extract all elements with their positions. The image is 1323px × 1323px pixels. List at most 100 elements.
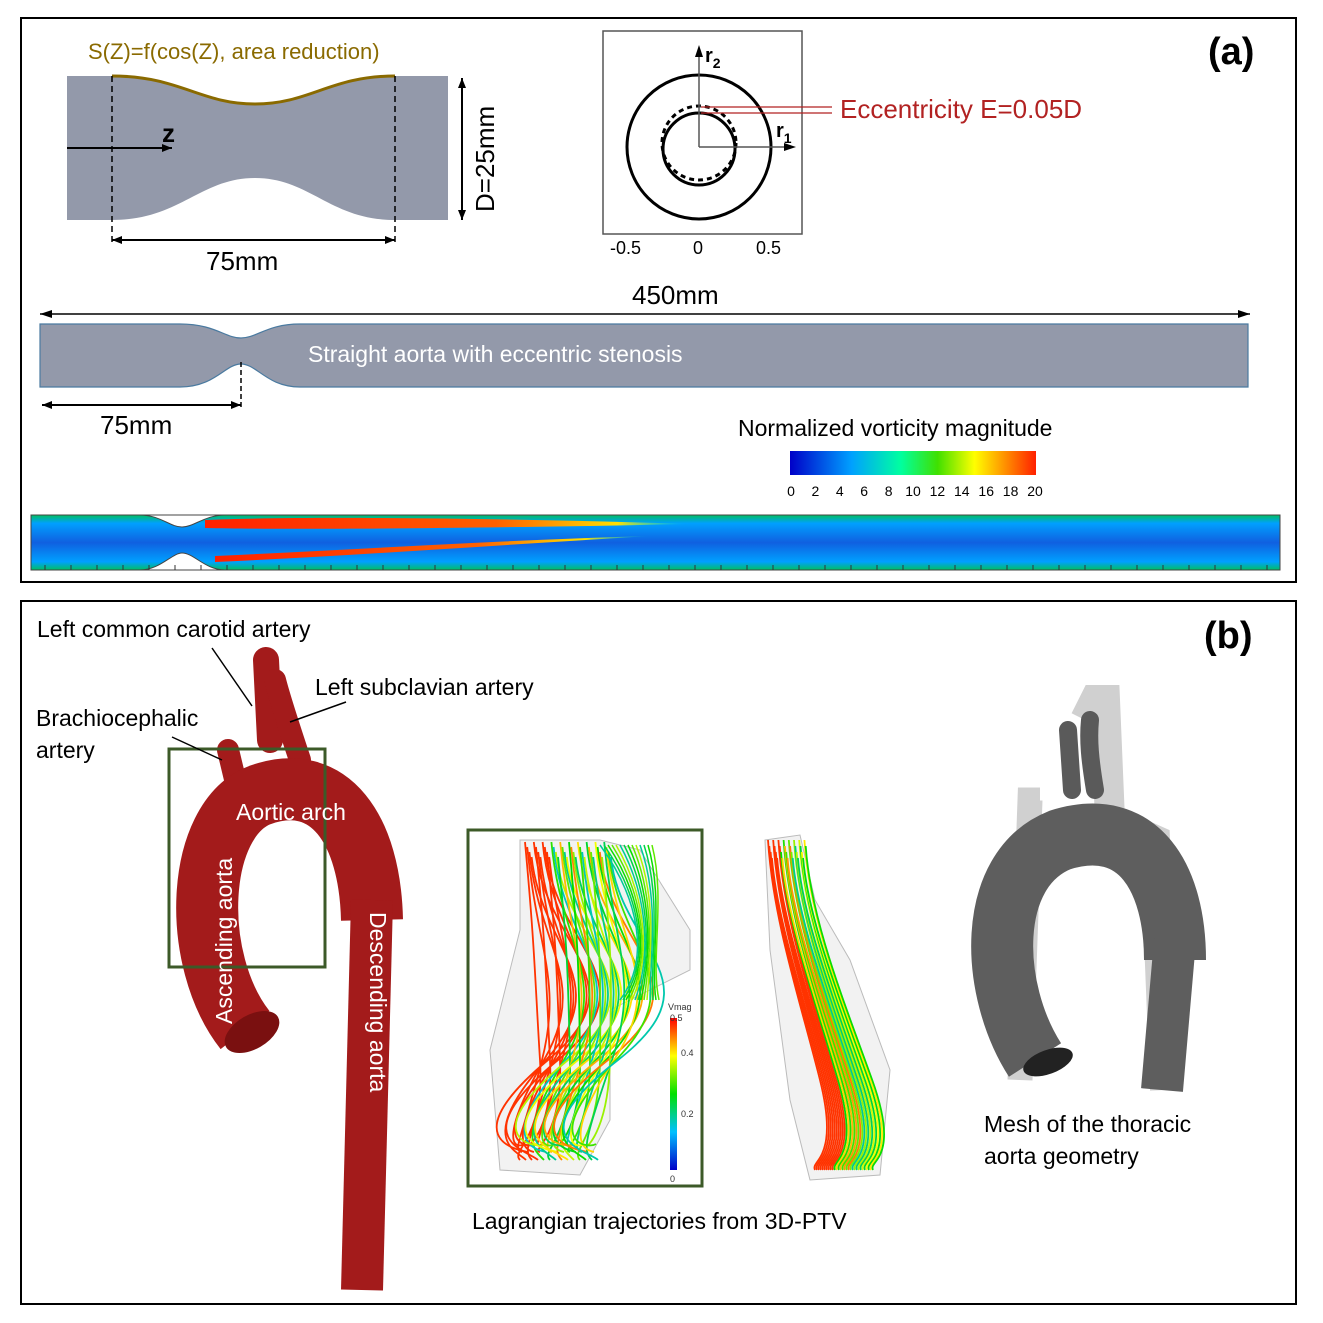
trajectory: [771, 857, 834, 1171]
label-ascending: Ascending aorta: [211, 858, 237, 1024]
colorbar-tick-label: 18: [1003, 483, 1019, 499]
trajectory: [615, 844, 645, 1001]
trajectory: [627, 844, 649, 1001]
trajectory: [586, 856, 612, 1147]
aortic-root: [224, 1010, 280, 1054]
arrowhead: [42, 401, 52, 409]
trajectory: [781, 857, 850, 1171]
colorbar-tick-label: 16: [978, 483, 994, 499]
arch-highlight-box: [167, 747, 327, 969]
mesh-branch: [1059, 721, 1081, 799]
arrowhead: [40, 310, 52, 318]
aorta-mesh: [971, 685, 1206, 1092]
label-lsa: Left subclavian artery: [315, 674, 534, 700]
mesh-descending: [1141, 938, 1196, 1092]
trajectory: [566, 851, 604, 1147]
trajectory: [571, 851, 652, 1147]
panel-a-label: (a): [1208, 31, 1254, 73]
trajectory: [631, 844, 651, 1001]
leader-line: [211, 647, 253, 707]
trajectory: [579, 846, 639, 1153]
shape-curve: [111, 74, 396, 106]
arrowhead: [112, 236, 122, 244]
ptv-caption: Lagrangian trajectories from 3D-PTV: [472, 1208, 847, 1234]
vmag-title: Vmag: [668, 1002, 692, 1012]
arrowhead: [385, 236, 395, 244]
r1-arrowhead: [784, 143, 796, 151]
trajectory: [635, 844, 652, 1001]
model-label: Straight aorta with eccentric stenosis: [308, 341, 683, 367]
ptv-trajectories-2: [767, 839, 885, 1171]
vorticity-band-upper: [205, 517, 690, 529]
straight-aorta-model: [39, 323, 1249, 388]
trajectory: [643, 844, 655, 1001]
total-length-label: 450mm: [632, 280, 719, 310]
trajectory: [514, 841, 588, 1147]
mesh-root: [1023, 1047, 1073, 1077]
r1-label: r1: [776, 120, 792, 146]
vorticity-colorbar: [790, 451, 1036, 475]
colorbar-tick-label: 8: [885, 483, 893, 499]
trajectory: [647, 844, 657, 1001]
stenosis-detail-model: [67, 76, 448, 220]
mesh-arch: [971, 803, 1206, 1077]
trajectory: [546, 841, 583, 1153]
tick-label: -0.5: [610, 238, 641, 258]
tick-label: 0.5: [756, 238, 781, 258]
vorticity-band-lower: [215, 536, 650, 562]
trajectory: [547, 856, 571, 1161]
trajectory: [577, 851, 602, 1161]
arrowhead: [231, 401, 241, 409]
trajectory: [619, 844, 646, 1001]
label-aortic-arch: Aortic arch: [236, 799, 346, 825]
trajectory: [495, 841, 591, 1153]
trajectory: [776, 857, 842, 1171]
trajectory: [576, 856, 615, 1153]
leader-line: [289, 701, 347, 723]
trajectory: [562, 856, 665, 1161]
colorbar-tick-label: 10: [905, 483, 921, 499]
left-subclavian: [264, 669, 311, 771]
panel-a-frame: [20, 17, 1297, 583]
tick-label: 0: [693, 238, 703, 258]
vmag-tick: 0.4: [681, 1048, 694, 1058]
trajectory: [541, 846, 596, 1147]
trajectory: [514, 851, 612, 1147]
arrowhead: [1238, 310, 1250, 318]
trajectory: [517, 841, 542, 1161]
shape-function-label: S(Z)=f(cos(Z), area reduction): [88, 39, 380, 64]
trajectory: [804, 845, 885, 1171]
trajectory: [512, 851, 564, 1147]
trajectory: [599, 844, 639, 1001]
label-brachio: Brachiocephalic: [36, 705, 198, 731]
vmag-tick: 0.2: [681, 1109, 694, 1119]
trajectory: [524, 856, 623, 1153]
trajectory: [786, 857, 858, 1171]
trajectory: [797, 857, 874, 1171]
leader-line: [171, 736, 223, 761]
eccentricity-label: Eccentricity E=0.05D: [840, 94, 1082, 124]
colorbar-tick-label: 4: [836, 483, 844, 499]
vmag-tick: 0.5: [670, 1013, 683, 1023]
colorbar-title: Normalized vorticity magnitude: [738, 415, 1052, 441]
label-lcc: Left common carotid artery: [37, 616, 311, 642]
colorbar-tick-label: 2: [812, 483, 820, 499]
vmag-colorbar: [670, 1018, 677, 1170]
trajectory: [542, 856, 620, 1147]
z-axis-label: z: [162, 118, 175, 148]
ptv-trajectories-1: [495, 841, 665, 1161]
colorbar-tick-label: 0: [787, 483, 795, 499]
diameter-label: D=25mm: [470, 106, 500, 212]
panel-b-label: (b): [1204, 615, 1253, 657]
trajectory: [802, 857, 881, 1171]
colorbar-tick-label: 6: [860, 483, 868, 499]
colorbar-tick-label: 14: [954, 483, 970, 499]
arrowhead: [458, 210, 466, 220]
mesh-caption: Mesh of the thoracic: [984, 1111, 1191, 1137]
stenosis-length-label: 75mm: [206, 246, 278, 276]
z-arrowhead: [162, 144, 172, 152]
trajectory: [623, 844, 648, 1001]
colorbar-tick-label: 12: [930, 483, 946, 499]
trajectory: [553, 851, 655, 1153]
arch-body: [176, 758, 403, 1050]
